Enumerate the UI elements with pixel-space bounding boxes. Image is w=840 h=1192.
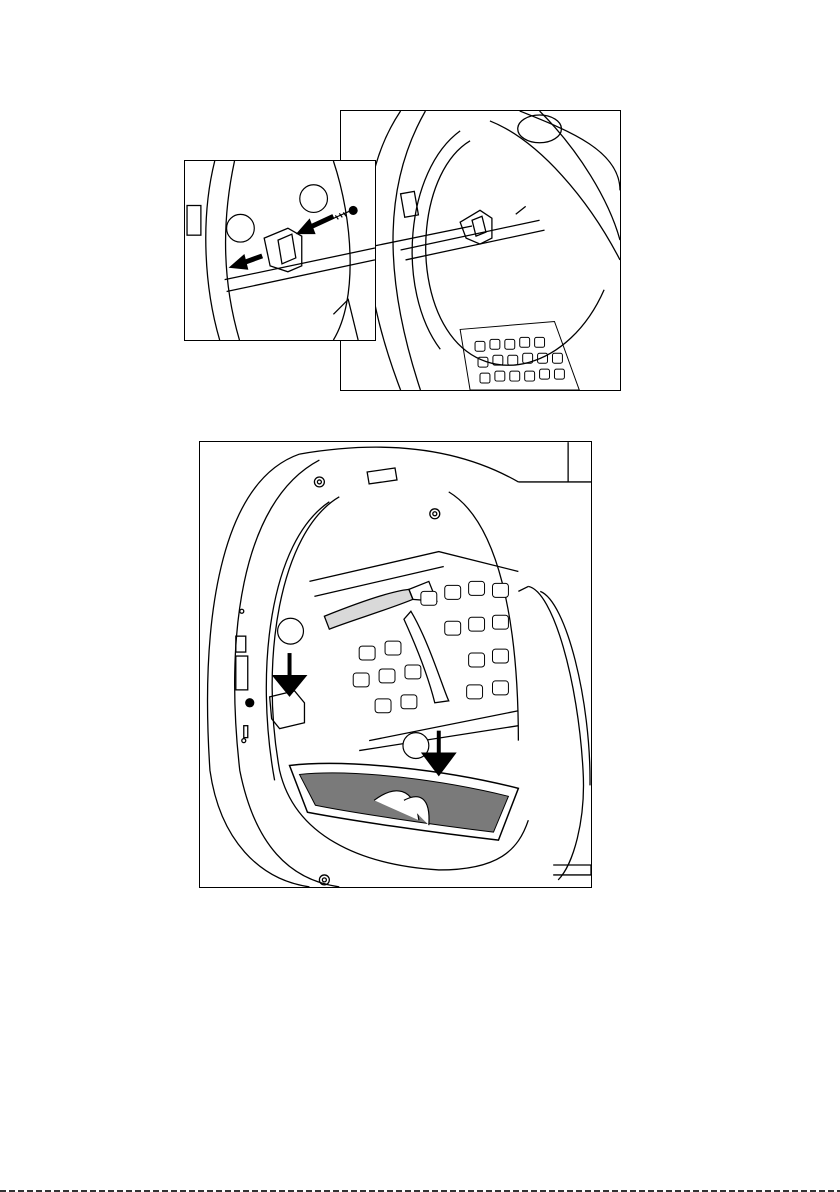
callout-circle-icon — [278, 618, 304, 644]
figure-bottom-filter-removal — [199, 441, 592, 888]
arrow-down-icon — [272, 653, 308, 697]
callout-circle-icon — [227, 214, 255, 242]
figure-top-left-hinge-zoom — [184, 160, 376, 341]
lint-filter — [290, 763, 519, 840]
callout-circle-icon — [300, 185, 328, 213]
arrow-left-icon — [229, 254, 263, 270]
leader-line — [374, 210, 474, 250]
hinge-zoom-drawing — [185, 161, 375, 340]
filter-mesh — [460, 321, 579, 390]
filter-removal-drawing — [200, 442, 591, 887]
arrow-left-icon — [296, 216, 334, 234]
figure-top-right-door-opening — [340, 110, 621, 391]
door-opening-drawing — [341, 111, 620, 390]
